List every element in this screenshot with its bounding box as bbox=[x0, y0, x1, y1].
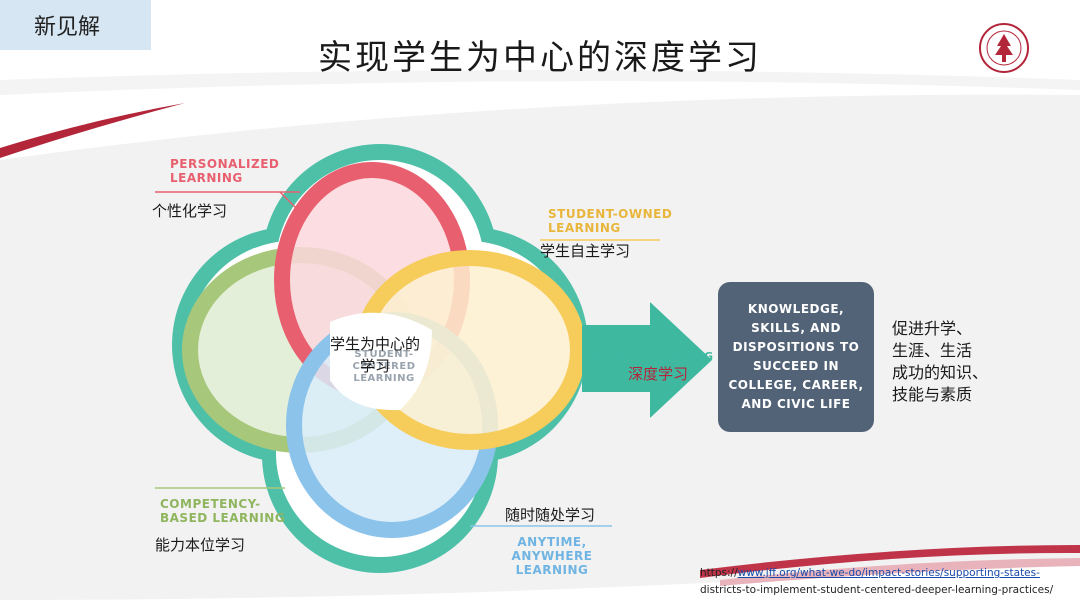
competency-label-zh: 能力本位学习 bbox=[155, 535, 245, 555]
student-owned-label-en: STUDENT-OWNED LEARNING bbox=[548, 207, 672, 235]
outcome-label-zh: 促进升学、 生涯、生活 成功的知识、 技能与素质 bbox=[892, 318, 988, 406]
student-owned-label-zh: 学生自主学习 bbox=[540, 241, 630, 261]
anytime-label-zh: 随时随处学习 bbox=[505, 505, 595, 525]
arrow-label-en: DEEPER LEARNING bbox=[591, 350, 714, 364]
anytime-label-en: ANYTIME, ANYWHERE LEARNING bbox=[482, 535, 622, 577]
competency-label-en: COMPETENCY- BASED LEARNING bbox=[160, 497, 285, 525]
arrow-label-zh: 深度学习 bbox=[628, 364, 688, 384]
personalized-label-en: PERSONALIZED LEARNING bbox=[170, 157, 279, 185]
source-link[interactable]: www.jff.org/what-we-do/impact-stories/su… bbox=[738, 567, 1040, 579]
outcome-label-en: KNOWLEDGE, SKILLS, AND DISPOSITIONS TO S… bbox=[728, 300, 863, 414]
source-citation: https://www.jff.org/what-we-do/impact-st… bbox=[700, 565, 1070, 599]
source-prefix: https:// bbox=[700, 567, 738, 579]
center-label-zh: 学生为中心的学习 bbox=[330, 333, 420, 377]
source-line-2: districts-to-implement-student-centered-… bbox=[700, 584, 1053, 596]
personalized-label-zh: 个性化学习 bbox=[152, 201, 227, 221]
outcome-box: KNOWLEDGE, SKILLS, AND DISPOSITIONS TO S… bbox=[718, 282, 874, 432]
